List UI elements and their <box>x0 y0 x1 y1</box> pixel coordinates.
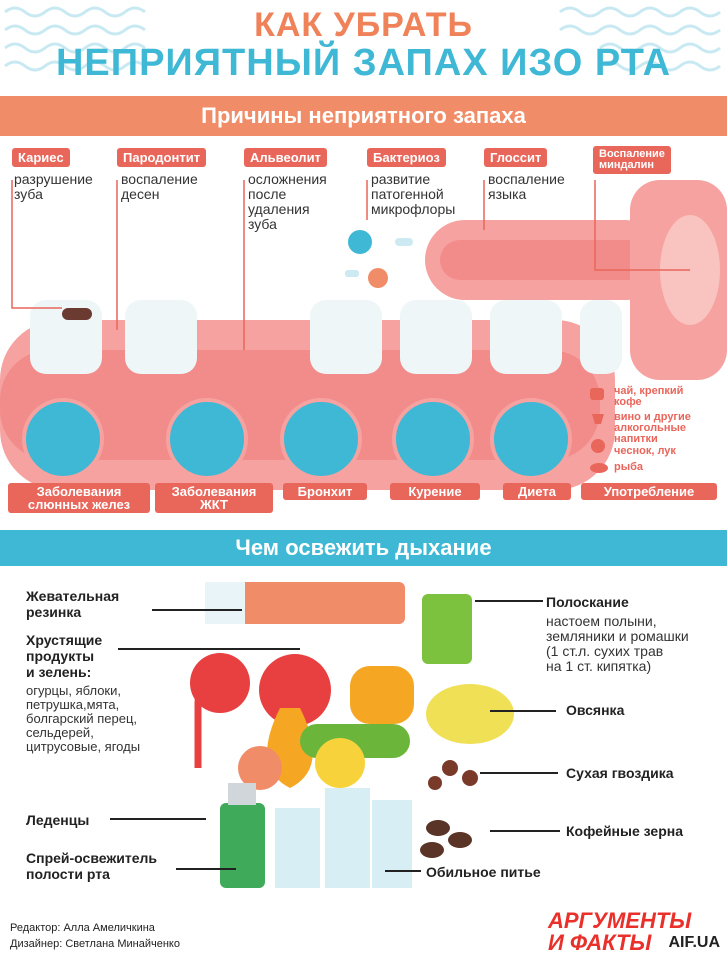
cause-tag-tonsillitis: Воспаление миндалин <box>593 146 671 174</box>
lungs-icon <box>280 398 362 480</box>
condition-diet: Диета <box>503 483 571 500</box>
fresh-water: Обильное питье <box>426 864 541 880</box>
fresh-clove: Сухая гвоздика <box>566 765 674 781</box>
condition-gi: Заболевания ЖКТ <box>155 483 273 513</box>
cause-tag-alveolitis: Альвеолит <box>244 148 327 167</box>
condition-consumption: Употребление <box>581 483 717 500</box>
connector-spray <box>176 868 236 870</box>
credit-editor: Редактор: Алла Амеличкина <box>10 922 155 934</box>
food-illustration <box>190 582 514 888</box>
brand-line1: АРГУМЕНТЫ <box>548 908 692 933</box>
section-freshen-title: Чем освежить дыхание <box>0 530 727 566</box>
fresh-crunchy: Хрустящие продукты и зелень: <box>26 632 103 680</box>
brand-site: AIF.UA <box>668 934 720 951</box>
connector-rinse <box>475 600 543 602</box>
scale-icon <box>490 398 572 480</box>
cause-desc-caries: разрушение зуба <box>14 171 93 202</box>
intestine-icon <box>166 398 248 480</box>
connector-oatmeal <box>490 710 556 712</box>
condition-smoking: Курение <box>390 483 480 500</box>
condition-bronchitis: Бронхит <box>283 483 367 500</box>
connector-clove <box>480 772 558 774</box>
consumption-fish: рыба <box>614 461 644 473</box>
fresh-lollipops: Леденцы <box>26 812 90 828</box>
cause-desc-glossitis: воспаление языка <box>488 171 565 202</box>
title-line2: НЕПРИЯТНЫЙ ЗАПАХ ИЗО РТА <box>55 42 672 84</box>
connector-lollipops <box>110 818 206 820</box>
brand-line2: И ФАКТЫ <box>548 930 652 955</box>
fresh-rinse-desc: настоем полыни, земляники и ромашки (1 с… <box>546 613 689 674</box>
cause-desc-alveolitis: осложнения после удаления зуба <box>248 171 327 232</box>
fresh-spray: Спрей-освежитель полости рта <box>26 850 158 882</box>
consumption-coffee: чай, крепкий кофе <box>614 385 684 408</box>
brand-logo: АРГУМЕНТЫ И ФАКТЫ AIF.UA <box>548 910 720 956</box>
salivary-gland-icon <box>22 398 104 480</box>
consumption-garlic: чеснок, лук <box>614 445 676 457</box>
cause-desc-bacteriosis: развитие патогенной микрофлоры <box>371 171 456 217</box>
cause-tag-bacteriosis: Бактериоз <box>367 148 446 167</box>
fresh-oatmeal: Овсянка <box>566 702 625 718</box>
connector-water <box>385 870 421 872</box>
condition-salivary: Заболевания слюнных желез <box>8 483 150 513</box>
fresh-rinse: Полоскание <box>546 594 629 610</box>
cause-tag-periodontitis: Пародонтит <box>117 148 207 167</box>
cause-tag-caries: Кариес <box>12 148 70 167</box>
fresh-coffee: Кофейные зерна <box>566 823 683 839</box>
connector-coffee <box>490 830 560 832</box>
cause-tag-glossitis: Глоссит <box>484 148 548 167</box>
connector-gum <box>152 609 242 611</box>
food-icon <box>588 386 610 476</box>
title-line1: КАК УБРАТЬ <box>254 6 473 44</box>
connector-crunchy <box>118 648 300 650</box>
credit-designer: Дизайнер: Светлана Минайченко <box>10 938 180 950</box>
fresh-crunchy-desc: огурцы, яблоки, петрушка,мята, болгарски… <box>26 683 141 754</box>
cause-desc-periodontitis: воспаление десен <box>121 171 198 202</box>
wave-pattern-top <box>4 6 721 72</box>
consumption-alcohol: вино и другие алкогольные напитки <box>614 411 691 445</box>
cigarette-icon <box>392 398 474 480</box>
section-causes-title: Причины неприятного запаха <box>0 96 727 136</box>
fresh-gum: Жевательная резинка <box>26 588 120 620</box>
